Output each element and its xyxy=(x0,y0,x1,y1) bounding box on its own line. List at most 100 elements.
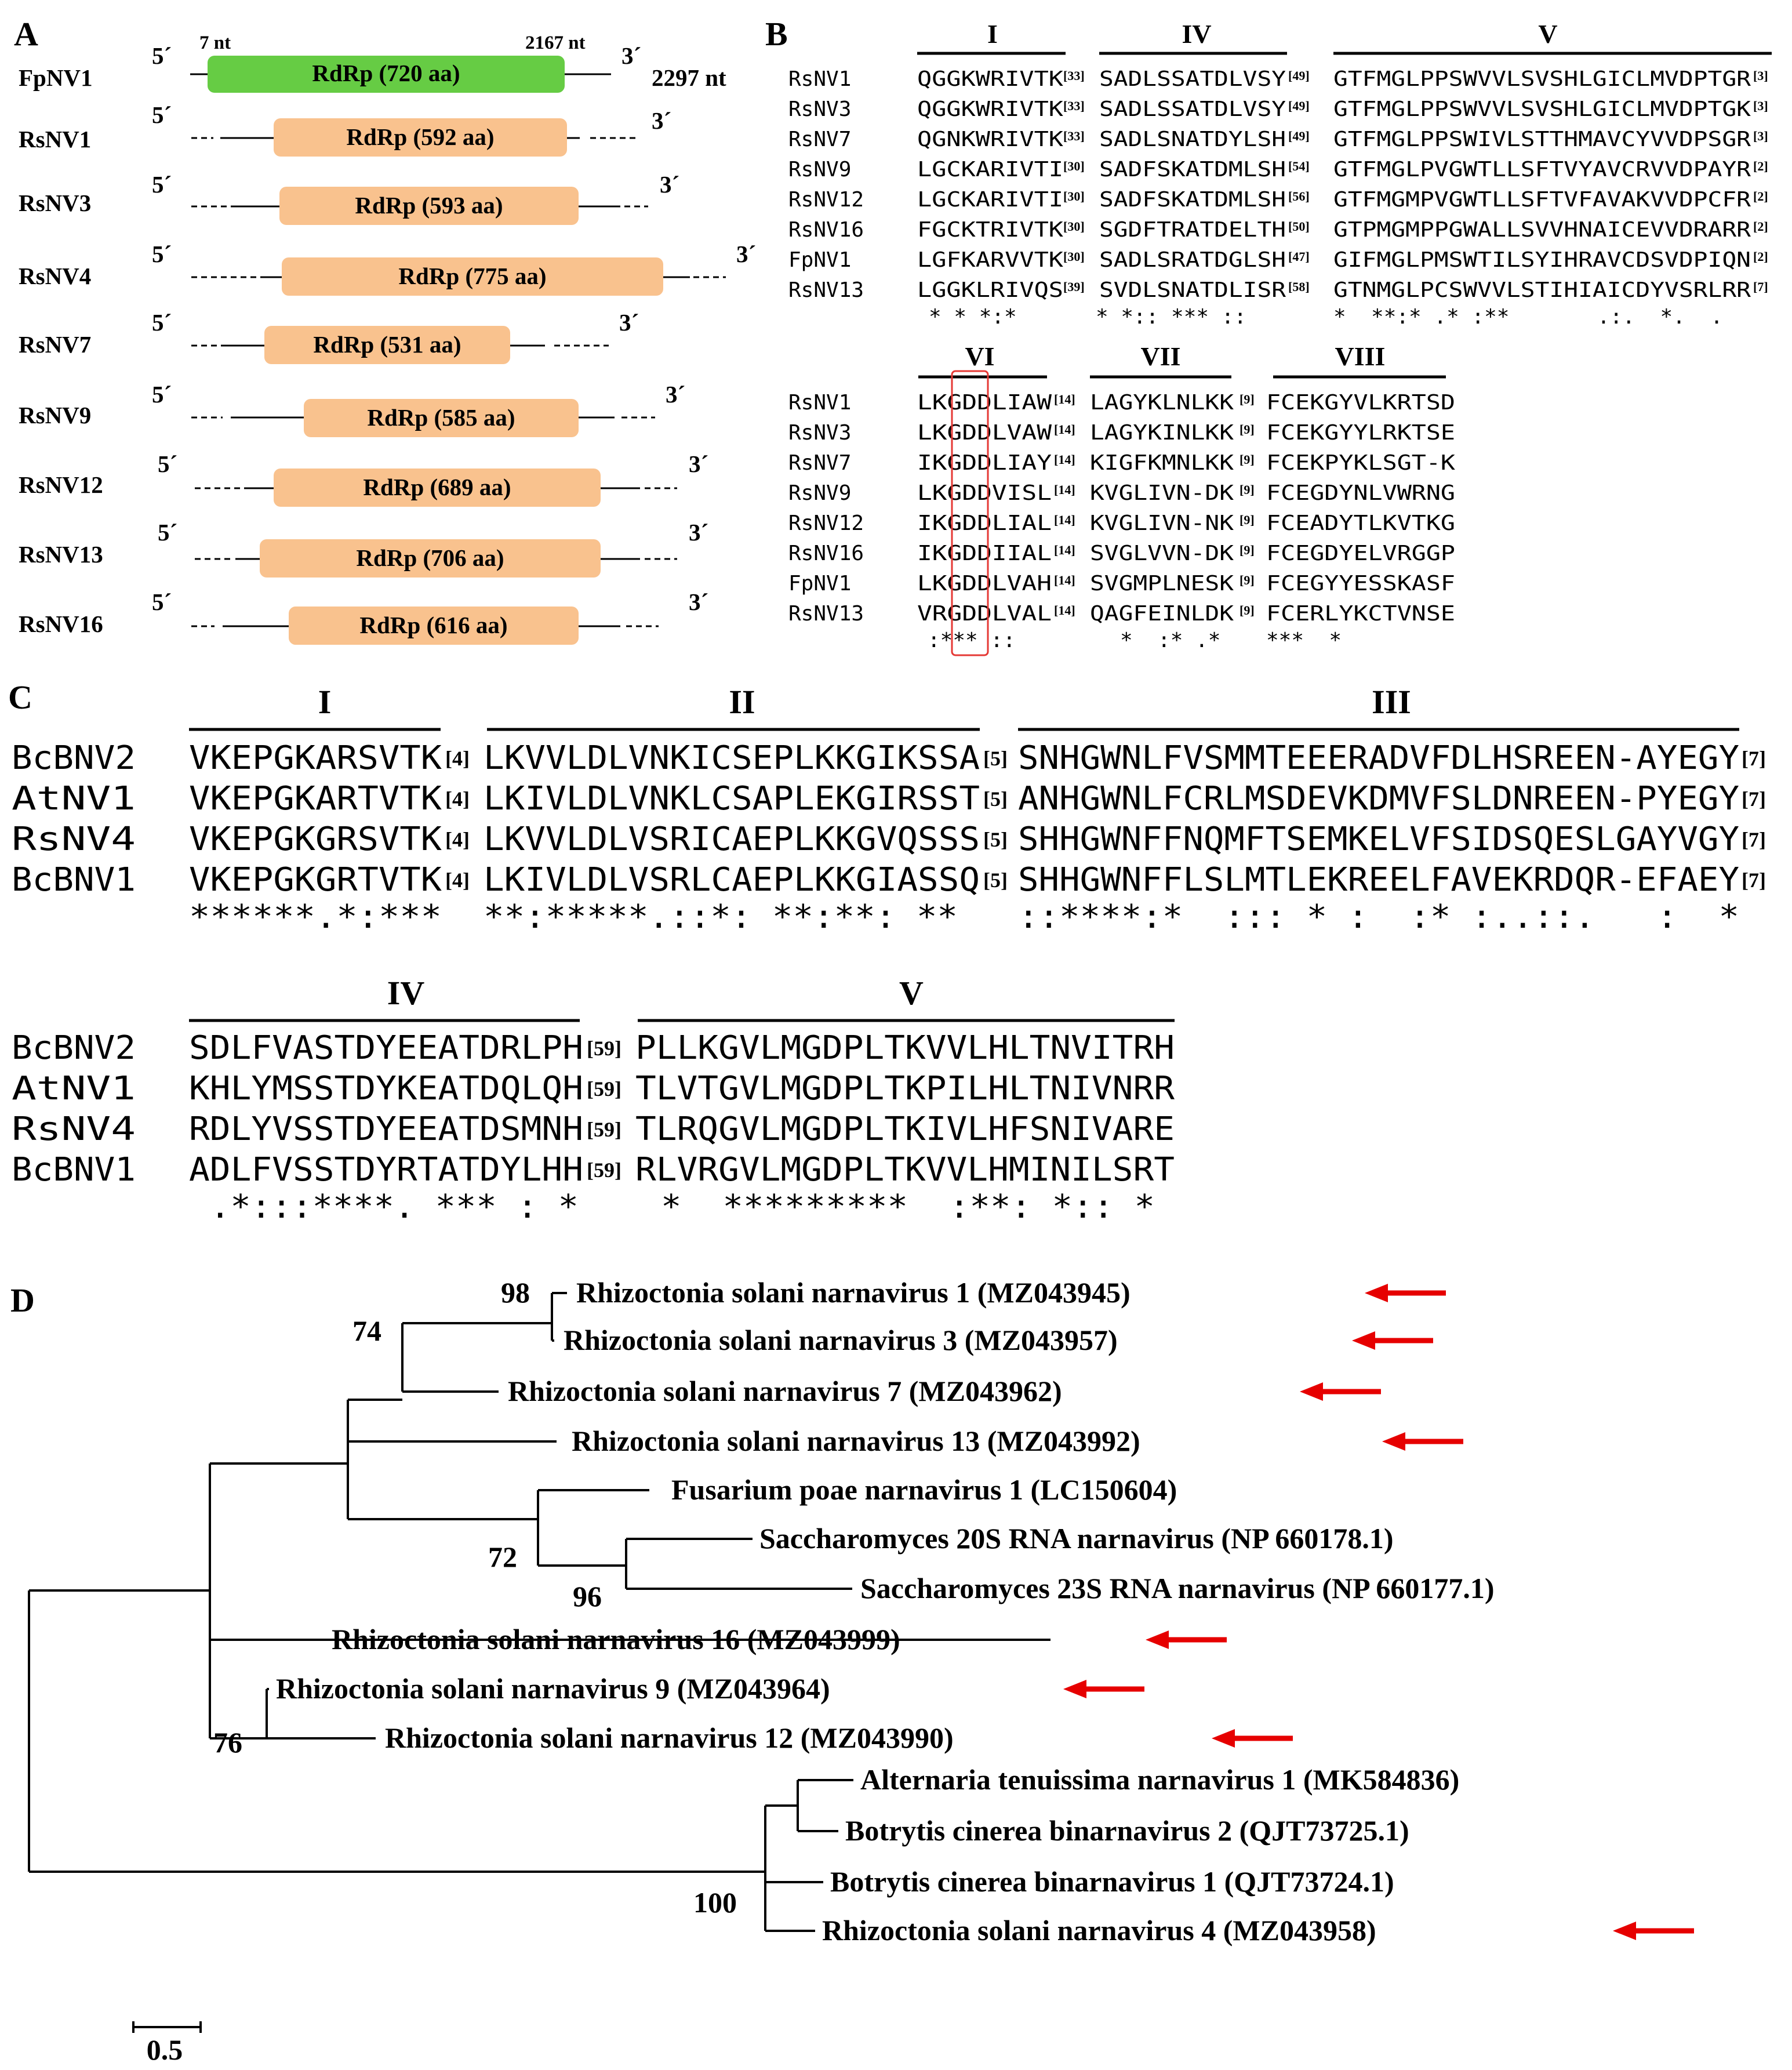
gap-length: [5] xyxy=(983,787,1008,811)
panel-d: D xyxy=(10,1276,1694,2066)
sequence-name: RsNV16 xyxy=(788,542,864,565)
gap-length: [50] xyxy=(1288,219,1310,234)
three-prime-label: 3´ xyxy=(689,519,708,546)
sequence-name: FpNV1 xyxy=(788,248,851,272)
motif-vii-seq: QAGFEINLDK xyxy=(1090,602,1234,626)
sequence-name: RsNV1 xyxy=(788,391,851,415)
rdrp-orf-box xyxy=(264,326,510,364)
rdrp-orf-label: RdRp (720 aa) xyxy=(312,60,460,86)
motif-iv-seq: SGDFTRATDELTH xyxy=(1099,218,1286,242)
motif-iv-seq: KHLYMSSTDYKEATDQLQH xyxy=(189,1070,583,1107)
gap-length: [33] xyxy=(1063,68,1085,83)
taxon-label: Botrytis cinerea binarnavirus 2 (QJT7372… xyxy=(845,1814,1409,1847)
panel-a: A FpNV1 5´ 7 nt 2167 nt 3´ 2297 nt RdRp … xyxy=(14,15,756,645)
rdrp-orf-box xyxy=(282,257,663,296)
motif-i-seq: QGGKWRIVTK xyxy=(917,67,1063,91)
gap-length: [49] xyxy=(1288,129,1310,143)
taxon-label: Fusarium poae narnavirus 1 (LC150604) xyxy=(671,1473,1177,1506)
gap-length: [39] xyxy=(1063,279,1085,294)
three-prime-label: 3´ xyxy=(660,171,679,198)
genome-row-rsnv13: RsNV13 5´ 3´ RdRp (706 aa) xyxy=(19,519,708,578)
gap-length: [7] xyxy=(1742,869,1766,892)
motif-v-seq: GTNMGLPCSWVVLSTIHIAICDYVSRLRR xyxy=(1333,278,1751,302)
panel-label-b: B xyxy=(765,15,788,53)
virus-name: RsNV12 xyxy=(19,471,103,498)
five-prime-label: 5´ xyxy=(152,42,172,69)
motif-vi-seq: LKGDDLIAW xyxy=(917,391,1052,415)
motif-ii-seq: LKVVLDLVSRICAEPLKKGVQSSS xyxy=(484,820,980,858)
conservation-line: * * *:* xyxy=(929,305,1017,329)
red-arrow-icon xyxy=(1212,1729,1235,1748)
motif-viii-seq: FCEKGYVLKRTSD xyxy=(1266,391,1455,415)
sequence-name: RsNV13 xyxy=(788,602,864,626)
five-prime-label: 5´ xyxy=(152,589,172,615)
taxon-label: Rhizoctonia solani narnavirus 3 (MZ04395… xyxy=(564,1324,1118,1356)
motif-iv-seq: SADLSNATDYLSH xyxy=(1099,128,1286,151)
taxon-label: Rhizoctonia solani narnavirus 13 (MZ0439… xyxy=(572,1425,1140,1457)
bootstrap-value: 98 xyxy=(501,1276,530,1309)
rdrp-orf-label: RdRp (531 aa) xyxy=(313,331,461,358)
motif-label-i: I xyxy=(987,19,998,49)
gap-length: [3] xyxy=(1753,129,1768,143)
five-prime-label: 5´ xyxy=(158,519,177,546)
motif-iv-seq: SADLSSATDLVSY xyxy=(1099,67,1286,91)
rdrp-orf-label: RdRp (585 aa) xyxy=(367,404,515,431)
tree-branches xyxy=(28,1292,1051,1932)
gap-length: [3] xyxy=(1753,68,1768,83)
motif-viii-seq: FCEADYTLKVTKG xyxy=(1266,511,1455,535)
motif-label-viii: VIII xyxy=(1335,342,1386,371)
motif-iv-seq: ADLFVSSTDYRTATDYLHH xyxy=(189,1151,583,1189)
rdrp-orf-box xyxy=(289,607,579,645)
bootstrap-value: 96 xyxy=(573,1580,602,1613)
red-arrow-icon xyxy=(1365,1284,1388,1302)
bootstrap-value: 76 xyxy=(213,1726,242,1759)
motif-vi-seq: LKGDDLVAH xyxy=(917,572,1052,595)
motif-viii-seq: FCERLYKCTVNSE xyxy=(1266,602,1455,626)
taxon-label: Rhizoctonia solani narnavirus 7 (MZ04396… xyxy=(508,1375,1062,1407)
rdrp-orf-label: RdRp (689 aa) xyxy=(363,474,511,500)
motif-iv-seq: SADFSKATDMLSH xyxy=(1099,158,1286,181)
virus-name: RsNV3 xyxy=(19,190,91,216)
taxon-label: Rhizoctonia solani narnavirus 9 (MZ04396… xyxy=(276,1672,830,1705)
motif-v-seq: GIFMGLPMSWTILSYIHRAVCDSVDPIQN xyxy=(1333,248,1751,272)
gap-length: [14] xyxy=(1054,573,1075,587)
genome-row-rsnv4: RsNV4 5´ 3´ RdRp (775 aa) xyxy=(19,241,756,296)
gap-length: [14] xyxy=(1054,422,1075,437)
sequence-name: BcBNV2 xyxy=(12,739,136,777)
bootstrap-value: 100 xyxy=(693,1886,737,1919)
gap-length: [3] xyxy=(1753,99,1768,113)
gap-length: [59] xyxy=(587,1037,621,1060)
virus-name: RsNV13 xyxy=(19,541,103,568)
bootstrap-values: 98 74 72 96 76 100 xyxy=(213,1276,737,1919)
sequence-name: RsNV12 xyxy=(788,188,864,212)
motif-v-seq: GTFMGLPVGWTLLSFTVYAVCRVVDPAYR xyxy=(1333,158,1751,181)
motif-viii-seq: FCEGDYELVRGGP xyxy=(1266,542,1455,565)
gap-length: [33] xyxy=(1063,129,1085,143)
motif-viii-seq: FCEKPYKLSGT-K xyxy=(1266,451,1455,475)
gap-length: [49] xyxy=(1288,68,1310,83)
motif-v-seq: TLVTGVLMGDPLTKPILHLTNIVNRR xyxy=(635,1070,1175,1107)
motif-iv-seq: RDLYVSSTDYEEATDSMNH xyxy=(189,1110,583,1148)
motif-iii-seq: ANHGWNLFCRLMSDEVKDMVFSLDNREEN-PYEGY xyxy=(1018,780,1739,818)
three-prime-label: 3´ xyxy=(652,107,671,134)
motif-label-i: I xyxy=(318,683,332,721)
gap-length: [2] xyxy=(1753,249,1768,264)
panel-label-c: C xyxy=(8,678,32,716)
motif-ii-seq: LKIVLDLVNKLCSAPLEKGIRSST xyxy=(484,780,980,818)
sequence-name: RsNV12 xyxy=(788,511,864,535)
five-prime-label: 5´ xyxy=(152,241,172,267)
gap-length: [5] xyxy=(983,747,1008,770)
gap-length: [59] xyxy=(587,1159,621,1182)
gap-length: [7] xyxy=(1742,787,1766,811)
sequence-name: RsNV13 xyxy=(788,278,864,302)
genome-row-rsnv3: RsNV3 5´ 3´ RdRp (593 aa) xyxy=(19,171,679,225)
motif-i-seq: LGFKARVVTK xyxy=(917,248,1063,272)
motif-label-ii: II xyxy=(729,683,755,721)
conservation-line: * **:* .* :** .:. *. . xyxy=(1333,305,1723,329)
motif-vii-seq: SVGLVVN-DK xyxy=(1090,542,1234,565)
panel-label-a: A xyxy=(14,15,38,53)
motif-i-seq: LGCKARIVTI xyxy=(917,158,1063,181)
conservation-line: :*** :: xyxy=(928,629,1016,652)
